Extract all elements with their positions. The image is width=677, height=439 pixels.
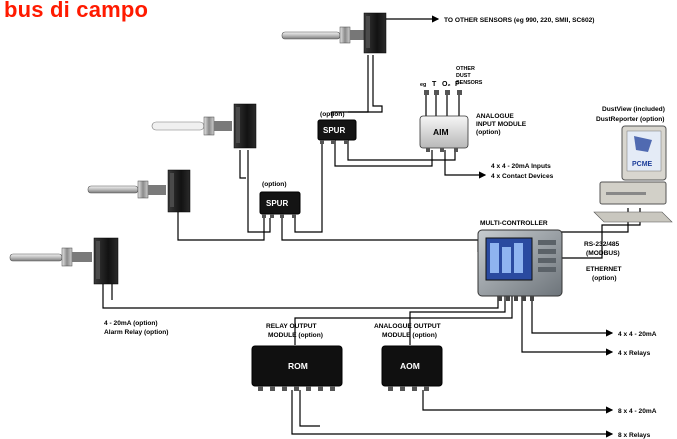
rs232-label-1: RS-232/485 [584, 241, 620, 248]
sensor-probe-3 [151, 103, 257, 149]
label-other-dust-sensors-2: DUST [456, 73, 471, 79]
rs232-label-2: (MODBUS) [586, 250, 620, 257]
dustview-label-2: DustReporter (option) [596, 116, 665, 123]
label-to-other-sensors: TO OTHER SENSORS (eg 990, 220, SMII, SC6… [444, 17, 594, 24]
ethernet-label-1: ETHERNET [586, 266, 622, 273]
label-other-dust-sensors-1: OTHER [456, 66, 475, 72]
spur-box-top [317, 119, 357, 144]
rom-module [251, 345, 343, 391]
pcme-logo-text: PCME [632, 161, 653, 168]
rom-title-2: MODULE (option) [268, 332, 323, 339]
rom-title-1: RELAY OUTPUT [266, 323, 317, 330]
aim-module [419, 90, 469, 152]
label-o2: O₂ [442, 81, 451, 88]
aim-io-2: 4 x Contact Devices [491, 173, 554, 180]
ethernet-label-2: (option) [592, 275, 617, 282]
label-t: T [432, 81, 437, 88]
rom-box-label: ROM [288, 361, 308, 371]
diagram-title: bus di campo [4, 0, 149, 22]
sensor-probe-4 [87, 169, 191, 213]
multi-controller-label: MULTI-CONTROLLER [480, 220, 548, 227]
label-p: P [455, 81, 460, 88]
spur-top-label: SPUR [323, 126, 345, 135]
spur-mid-label: SPUR [266, 199, 288, 208]
spur-box-mid [259, 191, 301, 218]
wiring [102, 15, 641, 438]
mc-output-relays: 4 x Relays [618, 350, 651, 357]
dustview-label-1: DustView (included) [602, 106, 665, 113]
aom-box-label: AOM [400, 361, 420, 371]
spur-mid-option: (option) [262, 181, 287, 188]
aom-title-2: MODULE (option) [382, 332, 437, 339]
mc-output-analog: 4 x 4 - 20mA [618, 331, 657, 338]
aim-desc-3: (option) [476, 129, 501, 136]
aim-io-1: 4 x 4 - 20mA Inputs [491, 163, 551, 170]
rom-output-label: 8 x Relays [618, 432, 651, 439]
aom-module [381, 345, 443, 391]
pc-computer [593, 125, 673, 223]
aim-box-label: AIM [433, 127, 449, 137]
label-eg: eg [420, 82, 426, 88]
label-other-dust-sensors-3: SENSORS [456, 80, 483, 86]
aom-title-1: ANALOGUE OUTPUT [374, 323, 441, 330]
multi-controller-unit [477, 229, 563, 301]
sensor-probe-5 [9, 237, 119, 285]
sensor-probe-1 [281, 12, 387, 54]
aim-desc-1: ANALOGUE [476, 113, 514, 120]
relay-option-2: Alarm Relay (option) [104, 329, 168, 336]
relay-option-1: 4 - 20mA (option) [104, 320, 158, 327]
spur-top-option: (option) [320, 111, 345, 118]
aim-desc-2: INPUT MODULE [476, 121, 527, 128]
aom-output-label: 8 x 4 - 20mA [618, 408, 657, 415]
